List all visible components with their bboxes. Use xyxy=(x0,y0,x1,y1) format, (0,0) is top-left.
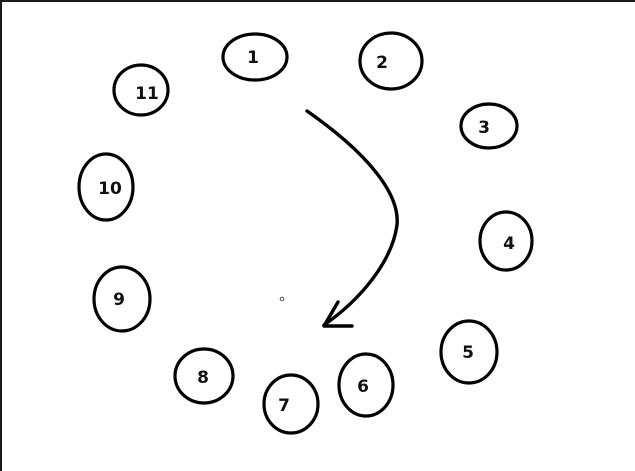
node-label: 3 xyxy=(478,118,490,138)
node-label: 2 xyxy=(376,53,388,73)
node-5: 5 xyxy=(439,319,499,385)
node-7: 7 xyxy=(262,373,320,435)
node-2: 2 xyxy=(358,31,424,91)
node-label: 10 xyxy=(98,179,122,199)
node-10: 10 xyxy=(77,152,135,222)
node-4: 4 xyxy=(478,210,534,272)
node-label: 1 xyxy=(247,48,259,68)
stray-mark xyxy=(279,296,285,302)
node-label: 4 xyxy=(503,234,515,254)
node-label: 7 xyxy=(278,396,290,416)
top-border xyxy=(0,0,635,2)
left-border xyxy=(0,0,2,471)
node-label: 9 xyxy=(113,290,125,310)
node-8: 8 xyxy=(173,347,235,405)
curved-arrow xyxy=(305,109,399,327)
node-6: 6 xyxy=(337,352,395,418)
arrow-head-icon xyxy=(322,300,354,328)
node-label: 5 xyxy=(462,343,474,363)
node-9: 9 xyxy=(92,265,152,333)
node-label: 8 xyxy=(197,368,209,388)
node-1: 1 xyxy=(221,32,289,82)
node-3: 3 xyxy=(459,102,519,150)
node-11: 11 xyxy=(112,63,170,117)
node-label: 6 xyxy=(357,377,369,397)
node-label: 11 xyxy=(135,84,159,104)
